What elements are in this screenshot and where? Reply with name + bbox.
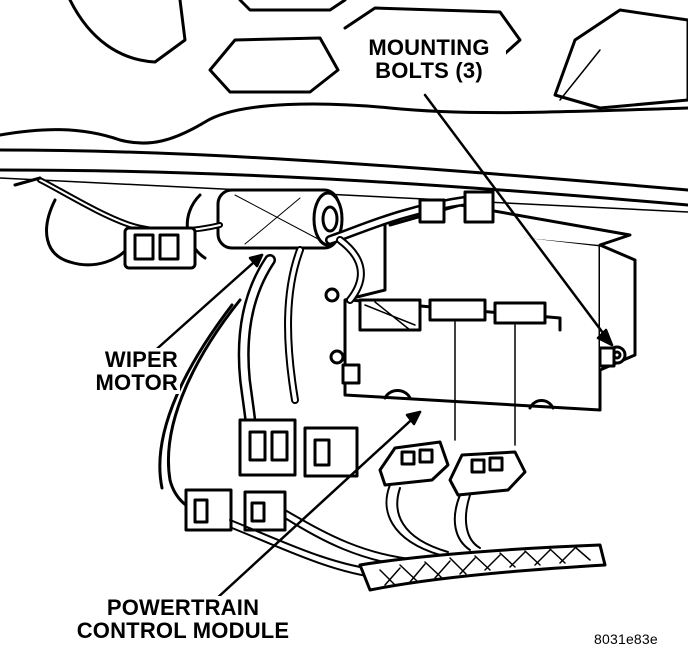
leader-lines[interactable] — [148, 93, 614, 602]
leader-wiper-motor — [148, 253, 264, 357]
left-wiring — [13, 176, 223, 270]
callout-pcm-line2: CONTROL MODULE — [76, 618, 290, 644]
leader-mounting-bolts — [423, 93, 614, 347]
callout-wiper-motor-line1: WIPER — [104, 347, 178, 372]
harness-connectors — [184, 418, 527, 532]
cowl-panel — [0, 0, 688, 213]
callout-pcm-line1: POWERTRAIN — [106, 595, 260, 620]
callout-pcm: POWERTRAIN CONTROL MODULE — [68, 596, 298, 642]
arrowhead-wiper-motor — [248, 253, 264, 268]
arrowhead-mounting-bolts — [596, 328, 614, 347]
callout-wiper-motor: WIPER MOTOR — [66, 348, 180, 394]
arrowhead-pcm — [405, 410, 422, 426]
leader-pcm — [213, 410, 422, 602]
callout-mounting-bolts-line1: MOUNTING — [368, 35, 490, 60]
callout-mounting-bolts-line2: BOLTS (3) — [375, 58, 483, 84]
callout-mounting-bolts: MOUNTING BOLTS (3) — [352, 36, 506, 82]
lower-wires — [229, 321, 607, 592]
figure-id: 8031e83e — [594, 631, 658, 647]
pcm-housing — [324, 203, 637, 412]
wiper-motor — [185, 188, 344, 260]
callout-wiper-motor-line2: MOTOR — [95, 370, 178, 396]
